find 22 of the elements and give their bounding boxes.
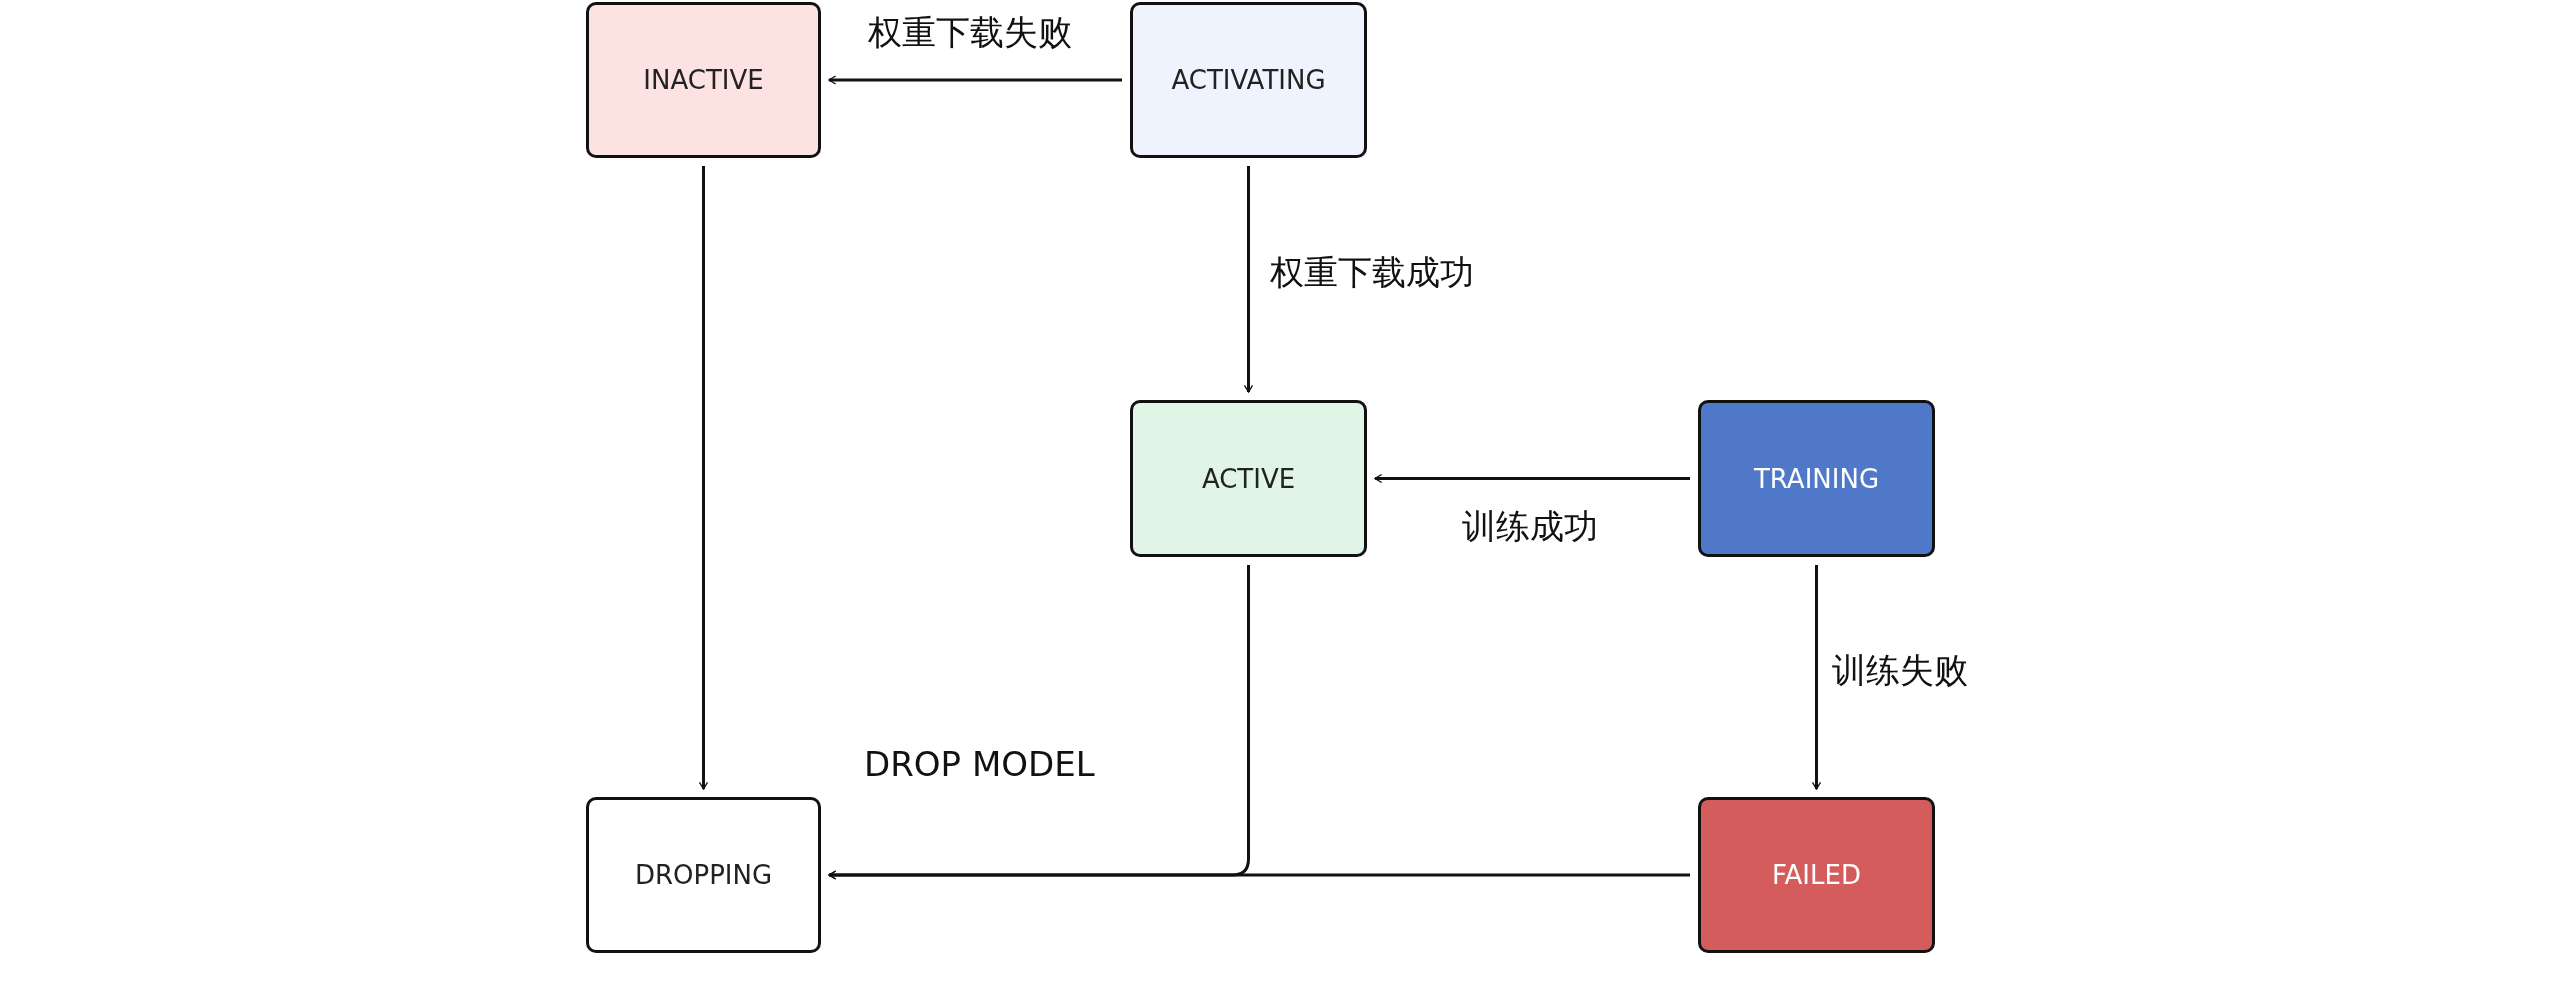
- state-box: [1698, 400, 1935, 557]
- arrow: [828, 870, 1690, 880]
- edge-label: 训练失败: [1832, 652, 1968, 690]
- state-name: ACTIVE: [1201, 463, 1296, 494]
- state-box: [586, 797, 821, 953]
- arrow: [1243, 166, 1254, 393]
- state-box: [1130, 400, 1367, 557]
- state-name: FAILED: [1772, 860, 1861, 890]
- state-box: [1698, 797, 1935, 953]
- state-box: [586, 2, 821, 158]
- edge-label: 权重下载成功: [1270, 254, 1474, 292]
- state-name: DROPPING: [634, 860, 773, 890]
- arrow: [1811, 565, 1822, 790]
- arrow: [698, 166, 709, 790]
- state-name: TRAINING: [1753, 463, 1880, 494]
- edge-label: 训练成功: [1462, 508, 1598, 546]
- state-box: [1130, 2, 1367, 158]
- arrow: [1374, 473, 1690, 484]
- arrow: [828, 75, 1122, 85]
- state-name: ACTIVATING: [1171, 65, 1326, 95]
- state-name: INACTIVE: [643, 65, 764, 95]
- edge-label: 权重下载失败: [868, 14, 1072, 52]
